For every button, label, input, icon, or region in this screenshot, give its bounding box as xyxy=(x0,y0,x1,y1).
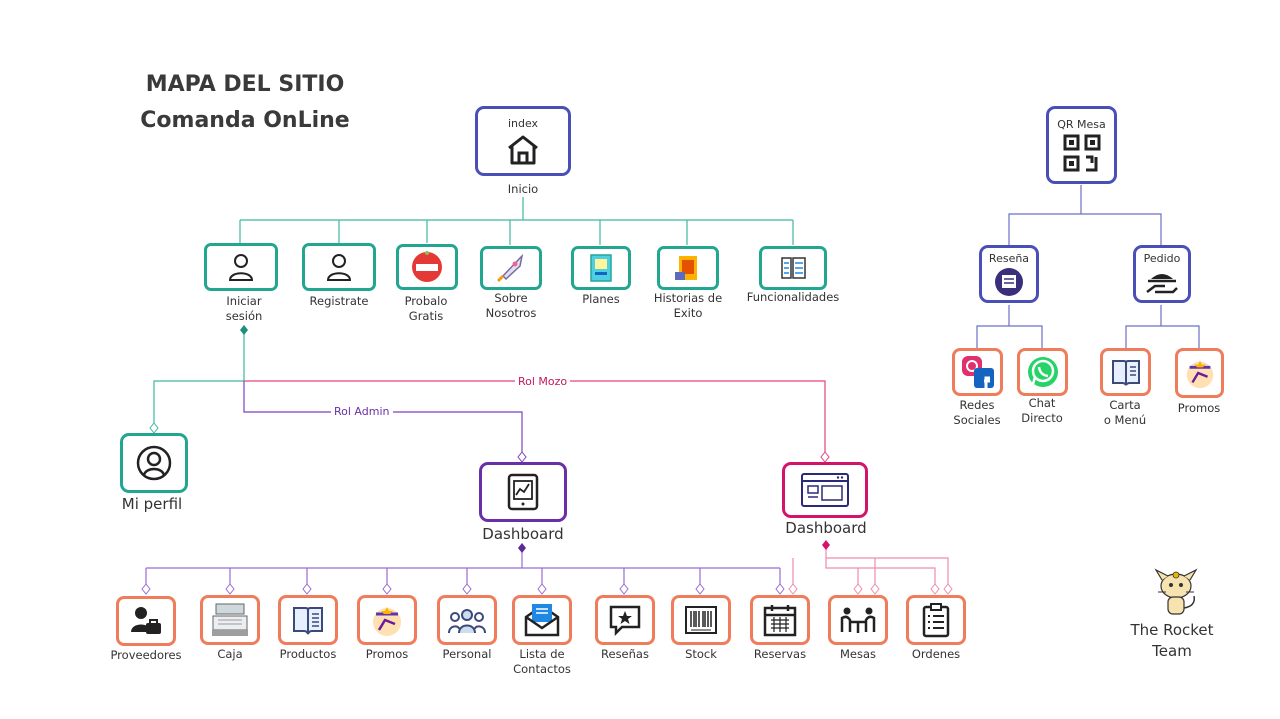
node-promos[interactable] xyxy=(357,595,417,645)
node-planes[interactable] xyxy=(571,246,631,290)
label-caja: Caja xyxy=(217,647,243,661)
table-icon xyxy=(840,607,876,633)
index-node[interactable]: index xyxy=(475,106,571,176)
profile-icon xyxy=(136,445,172,481)
page-subtitle: Comanda OnLine xyxy=(140,108,350,133)
plans-icon xyxy=(590,254,612,282)
node-iniciar-sesion[interactable] xyxy=(204,243,278,291)
social-icon xyxy=(961,356,994,388)
label-dashboard-mozo: Dashboard xyxy=(785,519,867,537)
book-icon xyxy=(293,607,323,635)
node-funcionalidades[interactable] xyxy=(759,246,827,290)
node-sobre-nosotros[interactable] xyxy=(480,246,542,290)
label-mi-perfil: Mi perfil xyxy=(121,495,183,513)
node-caja[interactable] xyxy=(200,595,260,645)
index-inner-label: index xyxy=(507,116,539,130)
node-resenas[interactable] xyxy=(595,595,655,645)
review-icon xyxy=(609,605,641,637)
label-reservas: Reservas xyxy=(753,647,807,661)
barcode-icon xyxy=(685,606,717,634)
label-personal: Personal xyxy=(442,647,492,661)
clipboard-icon xyxy=(922,603,950,638)
node-registrate[interactable] xyxy=(302,243,376,291)
menu-icon xyxy=(1111,360,1140,386)
node-pedido[interactable]: Pedido xyxy=(1133,245,1191,303)
user-icon xyxy=(326,254,352,281)
features-icon xyxy=(781,257,806,279)
page-title: MAPA DEL SITIO xyxy=(145,72,345,97)
trophy-icon xyxy=(675,256,697,280)
node-lista-contactos[interactable] xyxy=(512,595,572,645)
node-resena[interactable]: Reseña xyxy=(979,245,1039,303)
label-funcionalidades: Funcionalidades xyxy=(746,290,840,304)
label-productos: Productos xyxy=(279,647,337,661)
cash-register-icon xyxy=(212,603,248,636)
label-qr-promos: Promos xyxy=(1177,401,1221,415)
node-qr-mesa[interactable]: QR Mesa xyxy=(1046,106,1117,184)
role-mozo-label: Rol Mozo xyxy=(515,375,571,388)
node-dashboard-admin[interactable] xyxy=(479,462,567,522)
node-carta-menu[interactable] xyxy=(1100,348,1151,396)
dashboard-window-icon xyxy=(801,473,849,507)
pedido-inner-label: Pedido xyxy=(1143,251,1181,265)
node-probalo-gratis[interactable] xyxy=(396,244,458,290)
label-promos: Promos xyxy=(365,647,409,661)
label-ordenes: Ordenes xyxy=(911,647,961,661)
node-proveedores[interactable] xyxy=(116,596,176,646)
free-badge-icon xyxy=(412,251,442,282)
user-icon xyxy=(228,254,254,281)
label-stock: Stock xyxy=(685,647,717,661)
node-qr-promos[interactable] xyxy=(1175,348,1224,398)
label-mesas: Mesas xyxy=(839,647,877,661)
label-planes: Planes xyxy=(582,292,620,306)
node-mesas[interactable] xyxy=(828,595,888,645)
calendar-icon xyxy=(763,605,797,637)
team-mascot-icon xyxy=(1154,568,1198,615)
label-resenas: Reseñas xyxy=(601,647,649,661)
resena-inner-label: Reseña xyxy=(988,251,1030,265)
serving-tray-icon xyxy=(1146,273,1178,293)
label-dashboard-admin: Dashboard xyxy=(482,525,564,543)
whatsapp-icon xyxy=(1027,357,1058,387)
node-chat-directo[interactable] xyxy=(1017,348,1068,396)
team-icon xyxy=(448,609,486,634)
dashboard-tablet-icon xyxy=(507,473,539,511)
node-dashboard-mozo[interactable] xyxy=(782,462,868,518)
home-icon xyxy=(508,135,538,164)
envelope-icon xyxy=(524,604,560,637)
label-registrate: Registrate xyxy=(309,294,369,308)
node-historias-exito[interactable] xyxy=(657,246,719,290)
role-admin-label: Rol Admin xyxy=(331,405,393,418)
review-card-icon xyxy=(995,267,1023,296)
qr-inner-label: QR Mesa xyxy=(1057,117,1106,131)
qr-code-icon xyxy=(1063,134,1100,171)
supplier-icon xyxy=(131,607,161,634)
promo-icon xyxy=(373,607,401,636)
node-ordenes[interactable] xyxy=(906,595,966,645)
label-proveedores: Proveedores xyxy=(110,648,182,662)
node-personal[interactable] xyxy=(437,595,497,645)
node-reservas[interactable] xyxy=(750,595,810,645)
promo-icon xyxy=(1186,360,1213,389)
rocket-icon xyxy=(496,253,524,283)
node-redes-sociales[interactable] xyxy=(952,348,1003,396)
node-productos[interactable] xyxy=(278,595,338,645)
node-mi-perfil[interactable] xyxy=(120,433,188,493)
node-stock[interactable] xyxy=(671,595,731,645)
index-label: Inicio xyxy=(507,182,539,196)
